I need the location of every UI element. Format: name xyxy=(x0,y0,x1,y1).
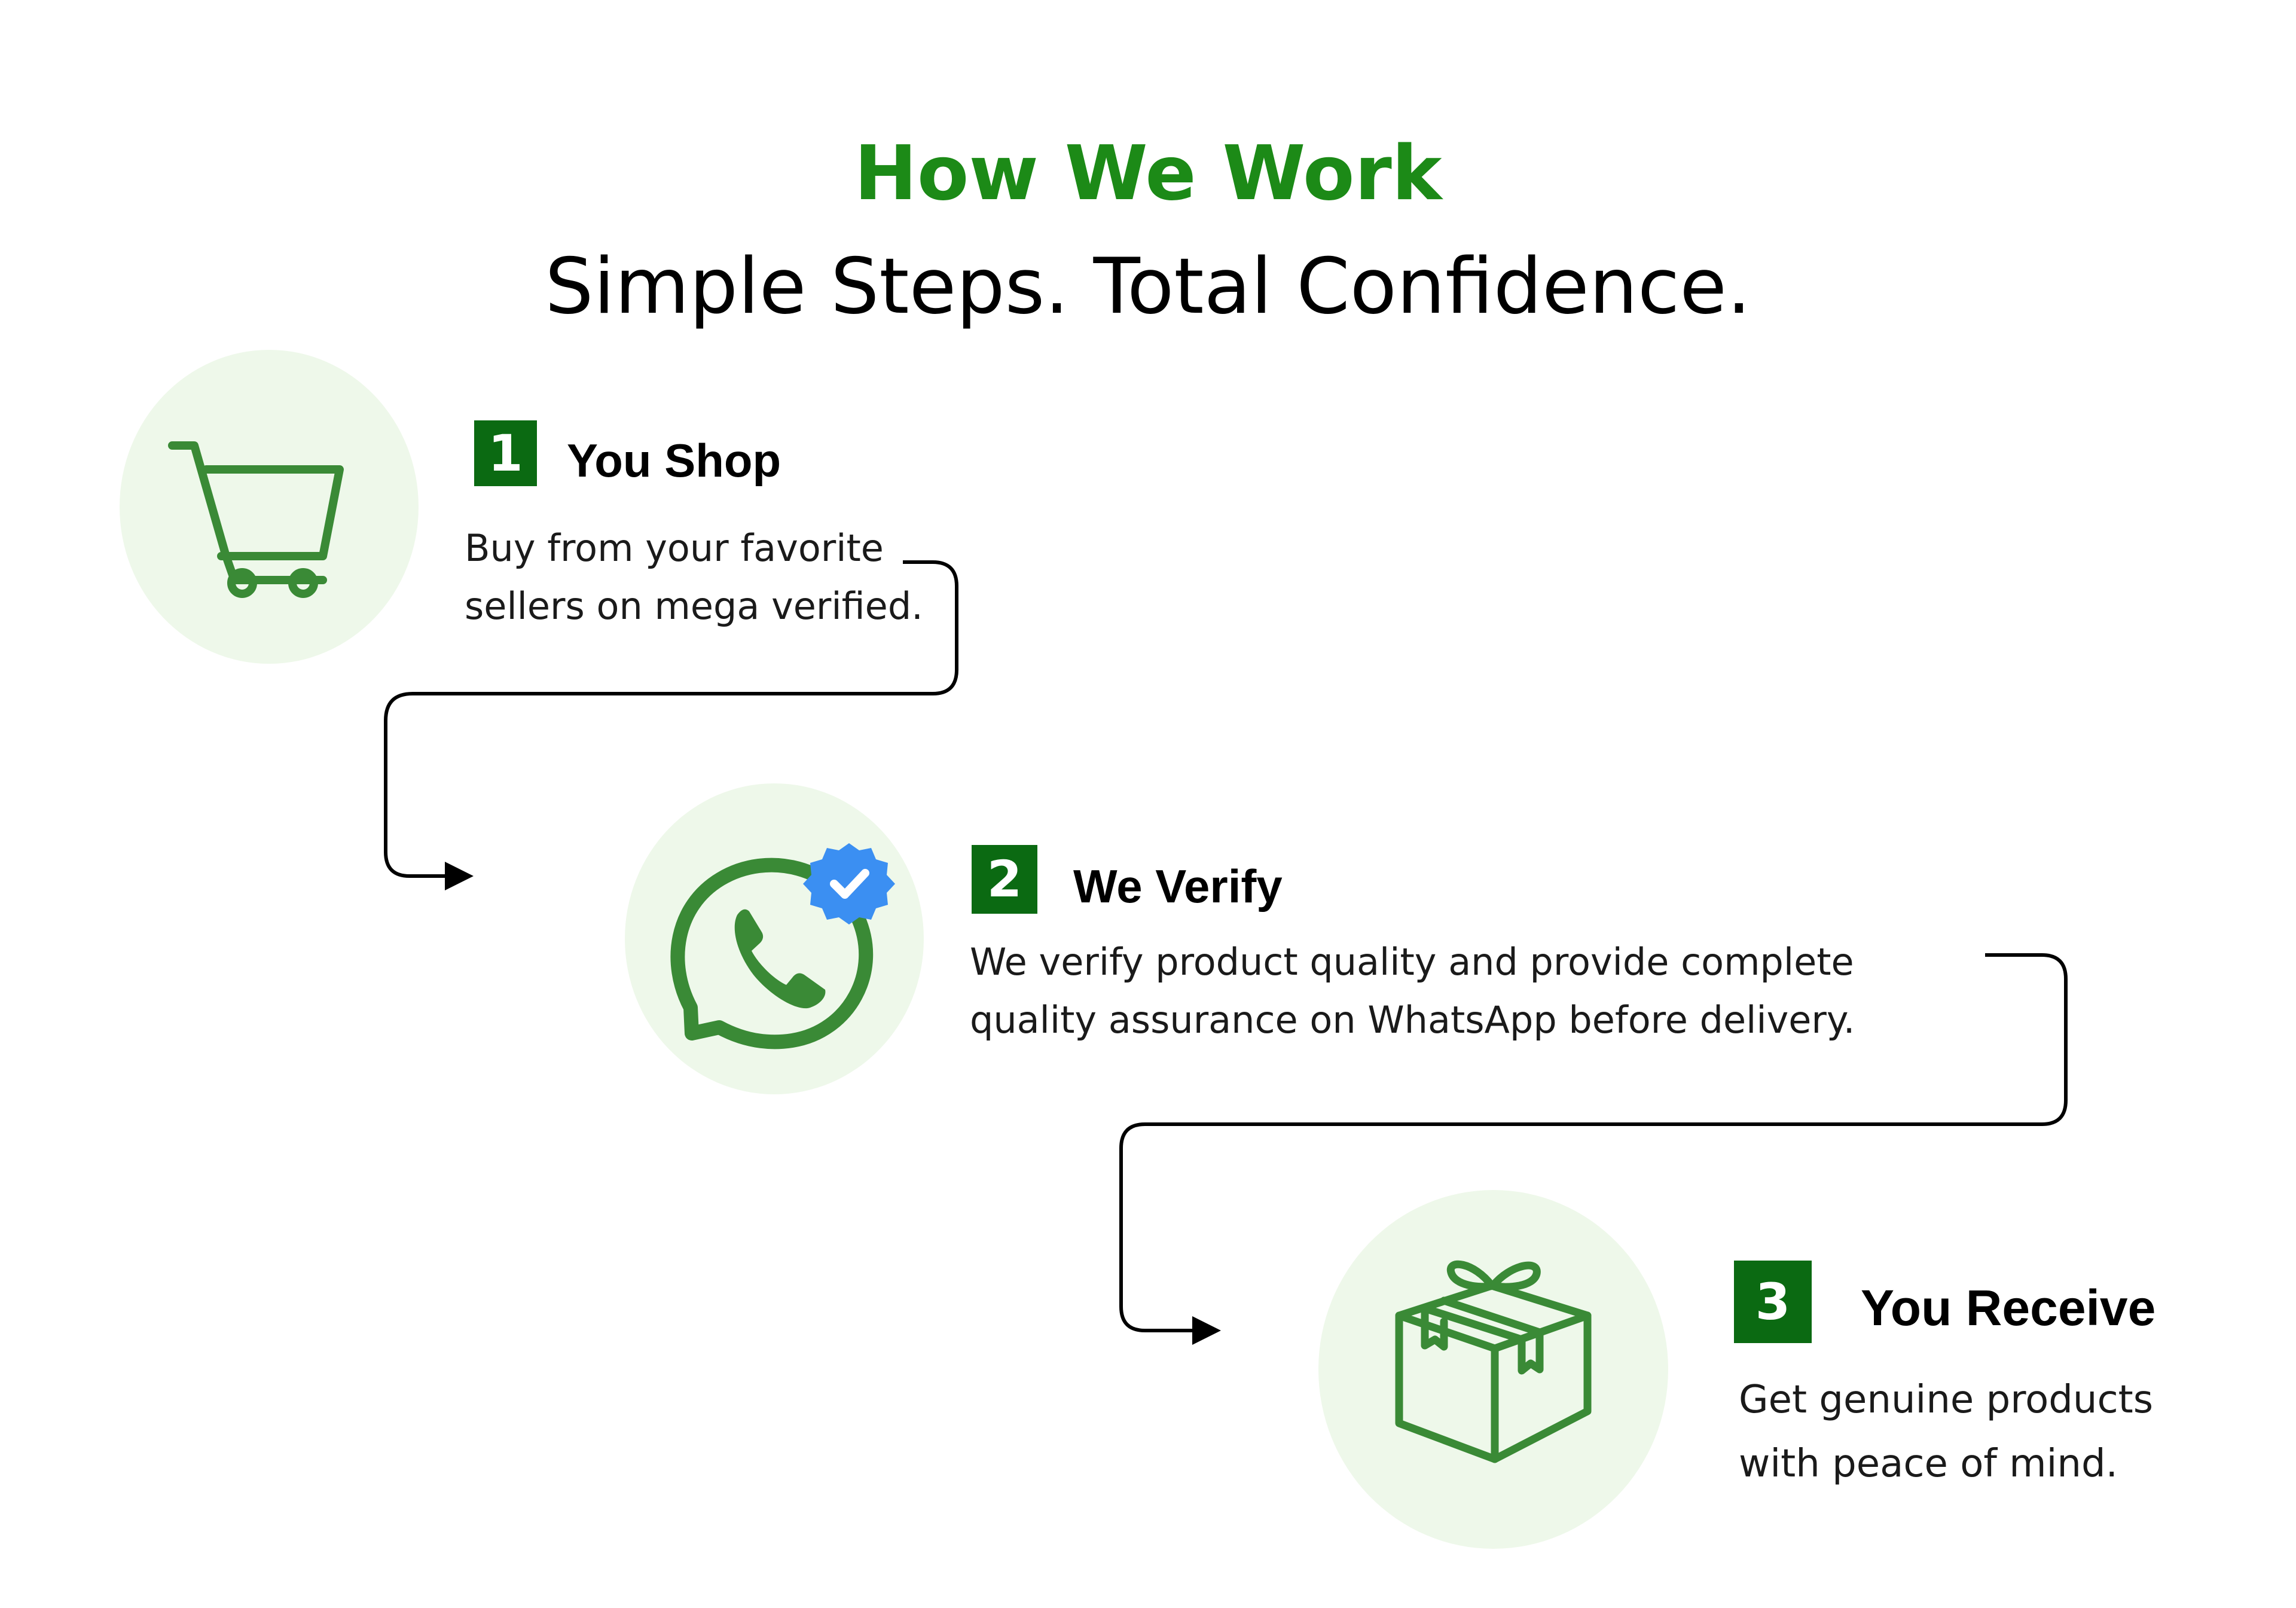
step1-description-line: sellers on mega verified. xyxy=(465,584,923,628)
step2-description-line: quality assurance on WhatsApp before del… xyxy=(970,998,1855,1042)
step1-number-badge: 1 xyxy=(474,420,537,486)
step3-description-line: Get genuine products xyxy=(1739,1378,2154,1422)
step1-title: You Shop xyxy=(567,434,781,487)
section-kicker: How We Work xyxy=(854,129,1442,217)
step3-number-badge: 3 xyxy=(1734,1261,1812,1343)
step1-description: Buy from your favorite sellers on mega v… xyxy=(465,519,923,635)
step1-icon-circle xyxy=(120,350,419,664)
step3-title: You Receive xyxy=(1861,1280,2156,1336)
whatsapp-icon xyxy=(670,843,895,1049)
shopping-cart-icon xyxy=(168,441,344,598)
step1-description-line: Buy from your favorite xyxy=(465,526,884,570)
connector-step2-to-step3 xyxy=(1119,953,2068,1345)
step2-description: We verify product quality and provide co… xyxy=(970,933,1855,1049)
step2-description-line: We verify product quality and provide co… xyxy=(970,940,1854,984)
connector-step1-to-step2 xyxy=(384,560,958,890)
verified-badge-icon xyxy=(803,843,895,924)
step3-description: Get genuine products with peace of mind. xyxy=(1739,1368,2153,1496)
gift-box-icon xyxy=(1395,1260,1592,1463)
step2-title: We Verify xyxy=(1073,860,1283,913)
step2-number-badge: 2 xyxy=(972,845,1037,914)
step3-icon-circle xyxy=(1318,1190,1668,1549)
section-headline: Simple Steps. Total Confidence. xyxy=(545,242,1751,331)
step3-description-line: with peace of mind. xyxy=(1739,1442,2118,1486)
step2-icon-circle xyxy=(625,783,924,1094)
